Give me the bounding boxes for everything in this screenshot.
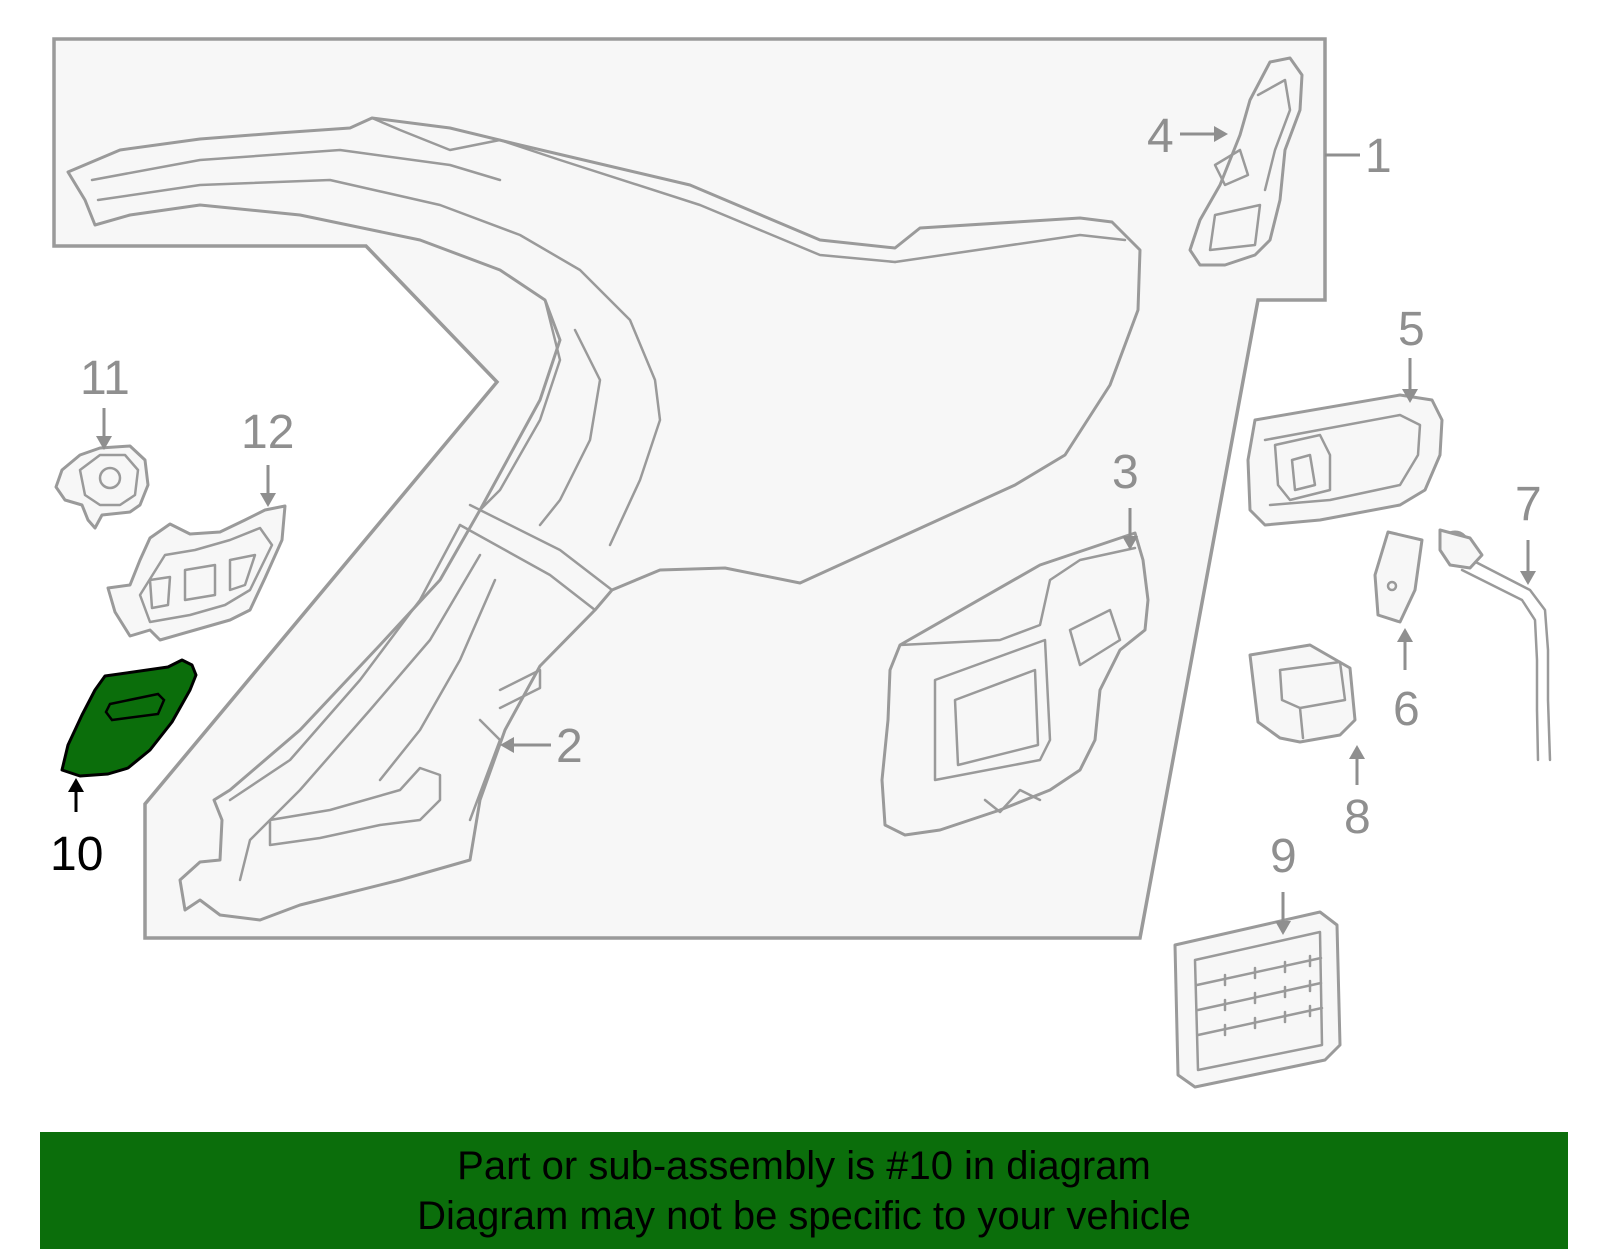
callout-3: 3 [1112, 446, 1139, 499]
callout-1: 1 [1365, 130, 1392, 183]
plate-part-6[interactable] [1373, 530, 1424, 624]
bracket-part-12[interactable] [106, 504, 287, 642]
retainer-part-11[interactable] [54, 444, 150, 530]
callout-2: 2 [556, 720, 583, 773]
callout-8: 8 [1344, 791, 1371, 844]
vent-part-9[interactable] [1173, 910, 1342, 1089]
liner-part-3[interactable] [880, 531, 1150, 837]
callout-5: 5 [1398, 303, 1425, 356]
callout-4: 4 [1147, 110, 1174, 163]
cable-part-7[interactable] [1438, 528, 1552, 762]
callout-9: 9 [1270, 830, 1297, 883]
callout-11: 11 [80, 352, 130, 405]
clip-part-8[interactable] [1248, 643, 1357, 744]
callout-6: 6 [1393, 683, 1420, 736]
callout-10: 10 [50, 828, 103, 881]
quarter-panel-part-2[interactable] [66, 116, 1142, 922]
callout-7: 7 [1515, 478, 1542, 531]
housing-part-5[interactable] [1246, 393, 1444, 527]
info-banner: Part or sub-assembly is #10 in diagram D… [40, 1132, 1568, 1249]
part-10-recess [104, 692, 166, 722]
banner-line-1: Part or sub-assembly is #10 in diagram [457, 1143, 1151, 1188]
bracket-part-4[interactable] [1188, 56, 1304, 267]
callout-12: 12 [241, 406, 294, 459]
leader-lines [68, 126, 1536, 935]
banner-line-2: Diagram may not be specific to your vehi… [417, 1193, 1191, 1238]
